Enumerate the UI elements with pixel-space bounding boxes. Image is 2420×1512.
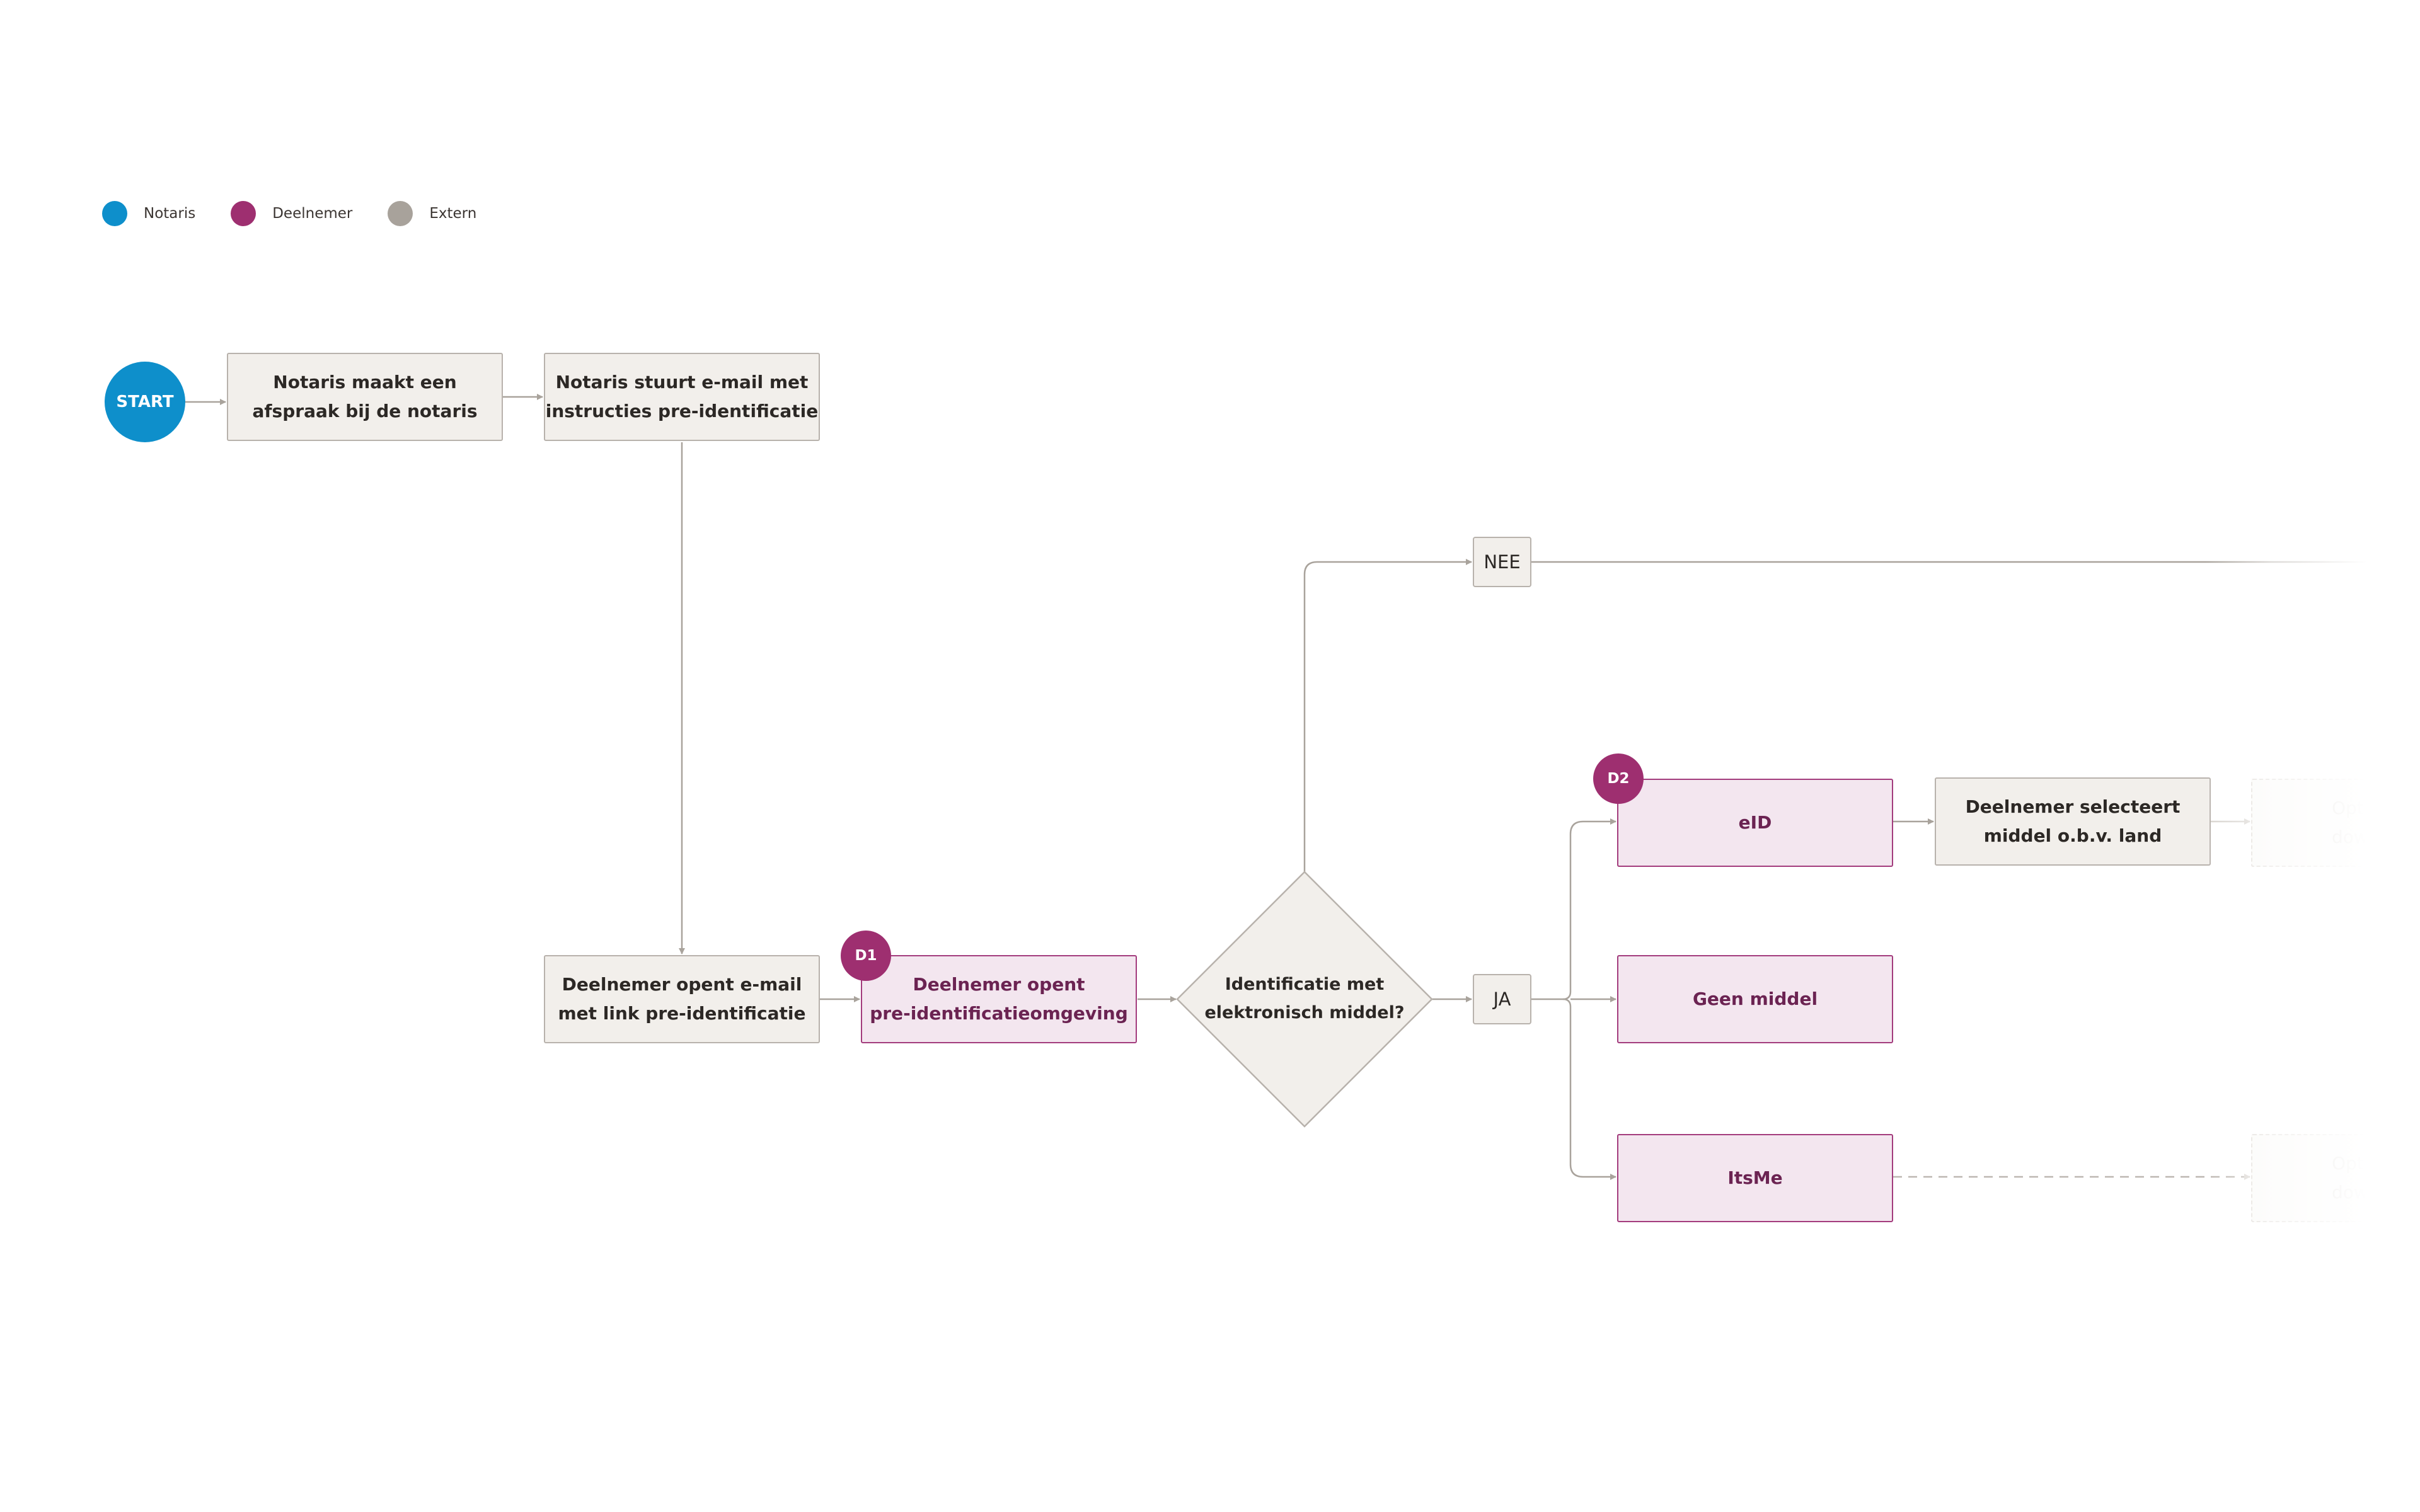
- node-deelnemer-opent-email[interactable]: Deelnemer opent e-mail met link pre-iden…: [544, 955, 820, 1043]
- node-line: Deelnemer selecteert: [1965, 796, 2181, 817]
- legend-dot-extern-icon: [388, 201, 413, 226]
- arrow-ja-to-itsme: [1562, 998, 1616, 1180]
- legend-item-notaris: Notaris: [102, 201, 195, 226]
- node-line: Deelnemer opent: [913, 974, 1085, 995]
- node-eid[interactable]: eID: [1617, 779, 1893, 867]
- node-line: afspraak bij de notaris: [252, 401, 478, 421]
- node-line: Option: [2332, 1153, 2391, 1174]
- decision-line: Identificatie: [1224, 975, 1341, 994]
- node-line: instructies pre-identificatie: [545, 401, 819, 421]
- node-deelnemer-selecteert[interactable]: Deelnemer selecteert middel o.b.v. land: [1935, 777, 2211, 866]
- decision-line: met elektronisch: [1204, 975, 1385, 1022]
- node-line: met link pre-identificatie: [558, 1003, 806, 1024]
- node-line: Deelnemer opent e-mail: [562, 974, 802, 995]
- arrow-ja-to-eid: [1531, 818, 1616, 1000]
- node-line: downlo: [2332, 1182, 2395, 1203]
- badge-d2: D2: [1593, 753, 1644, 804]
- start-node[interactable]: START: [105, 362, 185, 442]
- legend-item-extern: Extern: [388, 201, 476, 226]
- legend-item-deelnemer: Deelnemer: [231, 201, 352, 226]
- decision-diamond: [1176, 871, 1433, 1128]
- decision-line: middel?: [1329, 1003, 1405, 1022]
- node-optional-download-1[interactable]: Option downlo: [2251, 779, 2420, 867]
- node-geen-middel[interactable]: Geen middel: [1617, 955, 1893, 1043]
- node-line: middel o.b.v. land: [1983, 825, 2162, 846]
- legend: Notaris Deelnemer Extern: [102, 198, 512, 229]
- badge-d1: D1: [841, 931, 891, 981]
- legend-dot-deelnemer-icon: [231, 201, 256, 226]
- node-line: downlo: [2332, 827, 2395, 847]
- legend-label-extern: Extern: [429, 205, 477, 222]
- legend-label-deelnemer: Deelnemer: [272, 205, 353, 222]
- node-line: Notaris maakt een: [273, 372, 457, 392]
- legend-dot-notaris-icon: [102, 201, 127, 226]
- label-ja[interactable]: JA: [1473, 974, 1531, 1024]
- label-nee[interactable]: NEE: [1473, 537, 1531, 587]
- node-optional-download-2[interactable]: Option downlo: [2251, 1134, 2420, 1222]
- node-line: Option: [2332, 798, 2391, 818]
- node-notaris-afspraak[interactable]: Notaris maakt een afspraak bij de notari…: [227, 353, 503, 441]
- node-line: Notaris stuurt e-mail met: [555, 372, 809, 392]
- node-deelnemer-opent-omgeving[interactable]: Deelnemer opent pre-identificatieomgevin…: [861, 955, 1137, 1043]
- arrow-decision-to-nee: [1303, 559, 1472, 872]
- decision-label[interactable]: Identificatie met elektronisch middel?: [1197, 951, 1412, 1046]
- node-itsme[interactable]: ItsMe: [1617, 1134, 1893, 1222]
- node-label: Geen middel: [1692, 988, 1818, 1009]
- legend-label-notaris: Notaris: [144, 205, 196, 222]
- node-notaris-email-instructies[interactable]: Notaris stuurt e-mail met instructies pr…: [544, 353, 820, 441]
- node-label: eID: [1738, 812, 1772, 833]
- node-label: ItsMe: [1727, 1167, 1783, 1188]
- node-line: pre-identificatieomgeving: [870, 1003, 1128, 1024]
